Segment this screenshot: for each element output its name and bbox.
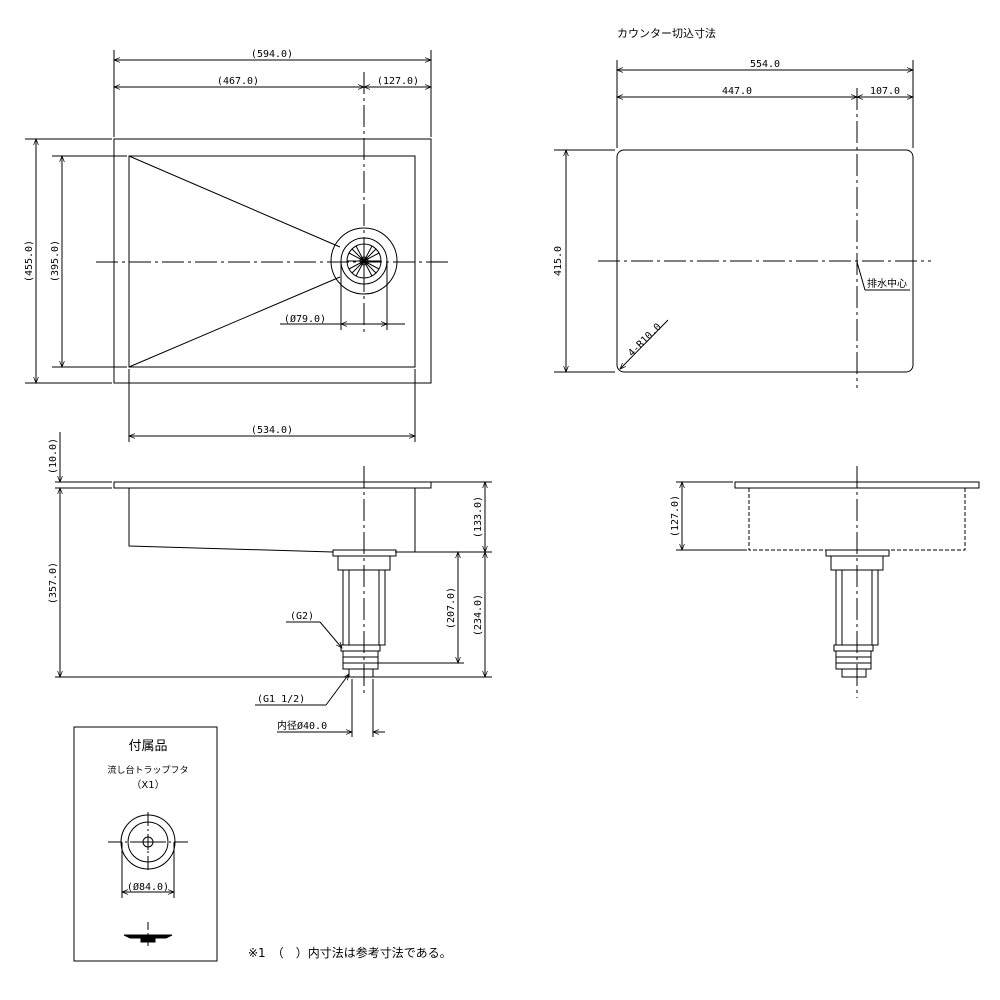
accessory-box (73, 726, 218, 962)
corner-radius-label: 4-R10.0 (626, 322, 664, 360)
sink-rim-outline (113, 138, 432, 384)
dim-label-10: (10.0) (48, 438, 59, 474)
dim-label-395: (395.0) (50, 240, 61, 282)
reference-note: ※1 （ ）内寸法は参考寸法である。 (248, 945, 452, 960)
front-section-labels: (10.0) (357.0) (133.0) (234.0) (207.0) (… (48, 438, 484, 732)
drain-center-label: 排水中心 (867, 277, 907, 290)
radius-leader (619, 319, 669, 370)
dim-label-127-side: (127.0) (670, 495, 681, 537)
dim-label-455: (455.0) (24, 240, 35, 282)
dim-label-107: 107.0 (870, 86, 900, 97)
section-rim (113, 481, 432, 489)
slope-line-bottom (128, 276, 341, 368)
thread-label-g2: (G2) (290, 611, 314, 622)
dim-label-234: (234.0) (473, 594, 484, 636)
dim-label-84: (Ø84.0) (127, 881, 169, 893)
thread-label-g1: (G1 1/2) (257, 694, 305, 705)
outlet-dia-label: 内径Ø40.0 (277, 719, 327, 732)
section-bowl (128, 488, 416, 553)
top-plan-view (25, 50, 448, 442)
dim-label-133: (133.0) (473, 496, 484, 538)
slope-line-top (128, 155, 341, 248)
accessory-qty: （X1） (131, 779, 164, 791)
dim-label-594: (594.0) (251, 49, 293, 60)
dim-label-207: (207.0) (446, 587, 457, 629)
dim-label-drain-dia: (Ø79.0) (284, 313, 326, 325)
dim-label-554: 554.0 (750, 59, 780, 70)
accessory-item: 流し台トラップフタ (107, 764, 188, 776)
dim-label-534: (534.0) (251, 425, 293, 436)
front-section-view (55, 432, 492, 737)
accessory-labels: 付属品 流し台トラップフタ （X1） (Ø84.0) (107, 739, 188, 893)
top-plan-labels: (594.0) (467.0) (127.0) (455.0) (395.0) … (24, 49, 419, 436)
cutout-view (554, 60, 931, 388)
cutout-labels: カウンター切込寸法 554.0 447.0 107.0 415.0 4-R10.… (553, 26, 907, 359)
dim-label-357: (357.0) (48, 562, 59, 604)
drain-center-leader (856, 261, 866, 291)
accessory-title: 付属品 (128, 739, 167, 754)
dim-label-415: 415.0 (553, 246, 564, 276)
dim-label-127: (127.0) (377, 76, 419, 87)
cutout-title: カウンター切込寸法 (617, 26, 716, 40)
dim-label-447: 447.0 (722, 86, 752, 97)
dim-label-467: (467.0) (217, 76, 259, 87)
side-section-view (676, 466, 980, 698)
trap-cover-profile (123, 922, 173, 948)
